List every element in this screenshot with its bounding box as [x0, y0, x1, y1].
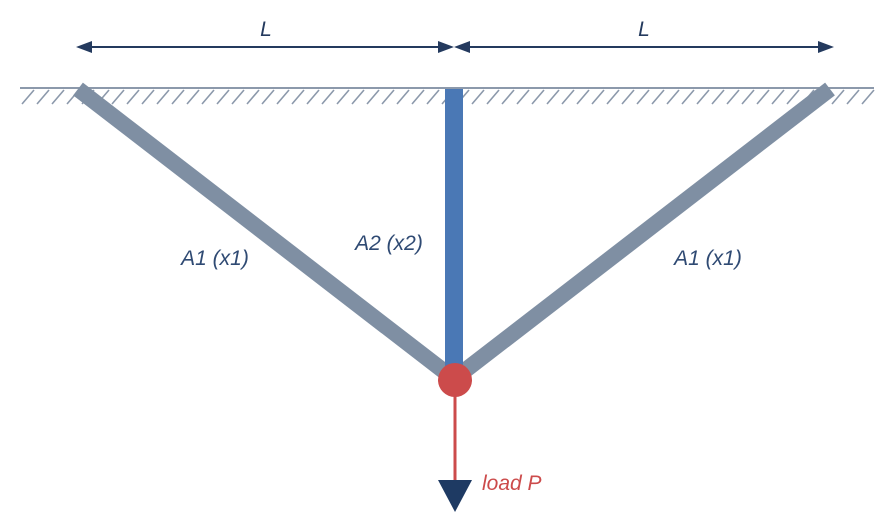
hatch-mark [696, 89, 710, 105]
hatch-mark [336, 89, 350, 105]
hatch-mark [276, 89, 290, 105]
hatch-mark [606, 89, 620, 105]
hatch-mark [756, 89, 770, 105]
hatch-mark [141, 89, 155, 105]
hatch-mark [501, 89, 515, 105]
member-left [73, 82, 459, 386]
hatch-mark [711, 89, 725, 105]
ground-hatching [21, 89, 875, 105]
dimension-right-arrow-start [454, 41, 470, 53]
member-center-label: A2 (x2) [353, 232, 423, 255]
hatch-mark [231, 89, 245, 105]
dimension-right-arrow-end [818, 41, 834, 53]
hatch-mark [651, 89, 665, 105]
hatch-mark [426, 89, 440, 105]
dimension-right: L [454, 18, 834, 53]
hatch-mark [186, 89, 200, 105]
dimension-right-label: L [638, 18, 650, 41]
member-left-label: A1 (x1) [179, 247, 249, 270]
member-right [449, 82, 835, 386]
hatch-mark [261, 89, 275, 105]
hatch-mark [306, 89, 320, 105]
hatch-mark [291, 89, 305, 105]
hatch-mark [21, 89, 35, 105]
dimension-left-label: L [260, 18, 272, 41]
hatch-mark [771, 89, 785, 105]
hatch-mark [216, 89, 230, 105]
hatch-mark [171, 89, 185, 105]
hatch-mark [486, 89, 500, 105]
member-right-label: A1 (x1) [672, 247, 742, 270]
dimension-left-arrow-end [438, 41, 454, 53]
dimension-left-arrow-start [76, 41, 92, 53]
hatch-mark [201, 89, 215, 105]
hatch-mark [366, 89, 380, 105]
hatch-mark [636, 89, 650, 105]
hatch-mark [351, 89, 365, 105]
hatch-mark [246, 89, 260, 105]
load-arrowhead [438, 480, 472, 512]
hatch-mark [396, 89, 410, 105]
hatch-mark [516, 89, 530, 105]
hatch-mark [561, 89, 575, 105]
hatch-mark [786, 89, 800, 105]
hatch-mark [321, 89, 335, 105]
hatch-mark [621, 89, 635, 105]
hatch-mark [156, 89, 170, 105]
hatch-mark [531, 89, 545, 105]
load-label: load P [482, 472, 542, 495]
hatch-mark [576, 89, 590, 105]
ground-support [20, 87, 875, 105]
hatch-mark [36, 89, 50, 105]
hatch-mark [726, 89, 740, 105]
load-arrow [438, 395, 472, 512]
hatch-mark [591, 89, 605, 105]
hatch-mark [411, 89, 425, 105]
hatch-mark [846, 89, 860, 105]
hatch-mark [381, 89, 395, 105]
hatch-mark [546, 89, 560, 105]
truss-members [73, 82, 835, 386]
dimension-left: L [76, 18, 454, 53]
hatch-mark [471, 89, 485, 105]
joint-node [438, 363, 472, 397]
hatch-mark [681, 89, 695, 105]
hatch-mark [861, 89, 875, 105]
hatch-mark [126, 89, 140, 105]
hatch-mark [741, 89, 755, 105]
hatch-mark [51, 89, 65, 105]
hatch-mark [831, 89, 845, 105]
hatch-mark [111, 89, 125, 105]
hatch-mark [666, 89, 680, 105]
